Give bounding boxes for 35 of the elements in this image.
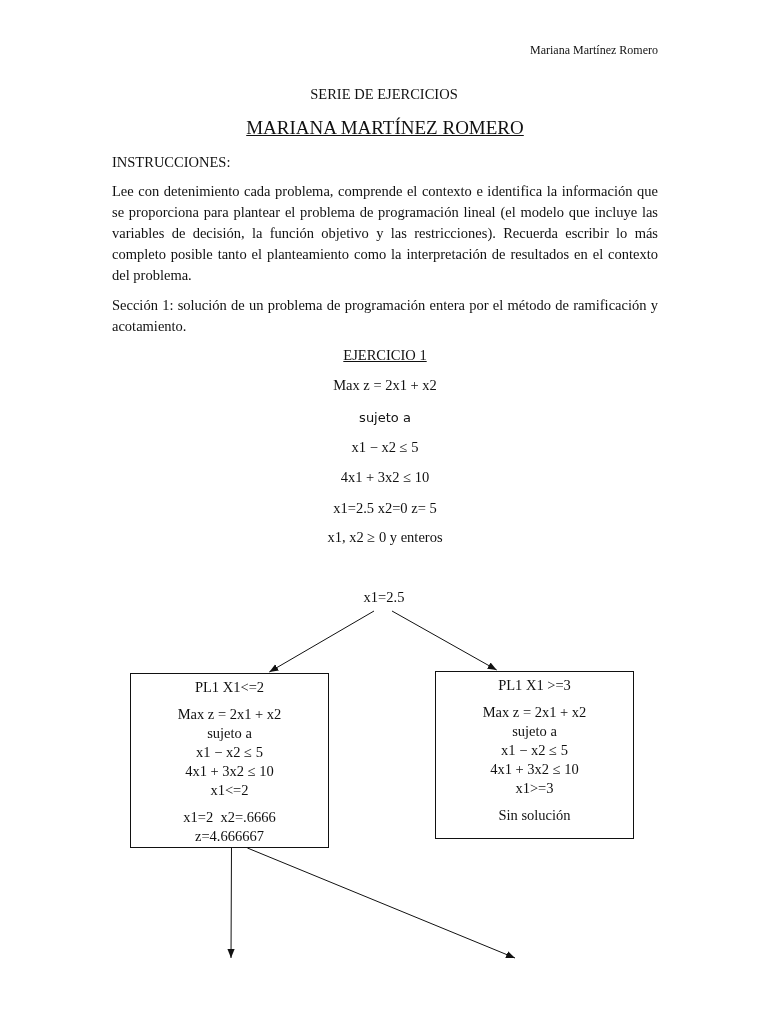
formula-text: Max z = 2x1 + x2 [176, 705, 283, 724]
formula-text: x1=2 x2=.6666 [182, 808, 277, 827]
constraint-text: x1 − x2 ≤ 5 [351, 439, 419, 455]
process-box [435, 671, 634, 839]
arrow [268, 610, 375, 673]
subproblem-heading: PL1 X1 >=3 [497, 676, 572, 695]
process-box [130, 673, 329, 848]
formula-text: 4x1 + 3x2 ≤ 10 [184, 762, 275, 781]
formula-text: sujeto a [511, 722, 558, 741]
instructions-paragraph: Lee con detenimiento cada problema, comprende el contexto e identifica la información que se proporciona para plantear el problema de programación lineal (el modelo que incluye las variables de decisión, la función objetivo y las restricciones). Recuerda escribir lo más completo posible tanto el planteamiento como la interpretación de resultados en el contexto del problema. [112, 182, 658, 285]
document-title: SERIE DE EJERCICIOS [309, 85, 459, 104]
formula-text: x1 − x2 ≤ 5 [195, 743, 264, 762]
formula-text: z=4.666667 [194, 827, 265, 846]
formula-text: Max z = 2x1 + x2 [481, 703, 588, 722]
constraint-text: x1, x2 ≥ 0 y enteros [327, 529, 443, 545]
formula-text: Sin solución [497, 806, 572, 825]
objective-function: Max z = 2x1 + x2 [333, 377, 437, 393]
solution-text: x1=2.5 x2=0 z= 5 [333, 500, 437, 516]
exercise-heading: EJERCICIO 1 [343, 347, 427, 363]
page-header: Mariana Martínez Romero [530, 43, 658, 57]
constraint-text: 4x1 + 3x2 ≤ 10 [340, 469, 430, 485]
formula-text: x1 − x2 ≤ 5 [500, 741, 569, 760]
arrow [391, 610, 498, 671]
constraint-text: sujeto a [359, 410, 411, 425]
section-description: Sección 1: solución de un problema de programación entera por el método de ramificación y acotamiento. [112, 296, 658, 336]
formula-text: x1<=2 [209, 781, 250, 800]
formula-text: 4x1 + 3x2 ≤ 10 [489, 760, 580, 779]
formula-text: x1>=3 [514, 779, 555, 798]
arrow [246, 847, 516, 959]
arrow [227, 847, 235, 959]
branch-value: x1=2.5 [344, 588, 424, 610]
subproblem-heading: PL1 X1<=2 [193, 678, 266, 697]
section-heading: INSTRUCCIONES: [112, 154, 231, 170]
author-name: MARIANA MARTÍNEZ ROMERO [246, 117, 524, 138]
formula-text: sujeto a [206, 724, 253, 743]
